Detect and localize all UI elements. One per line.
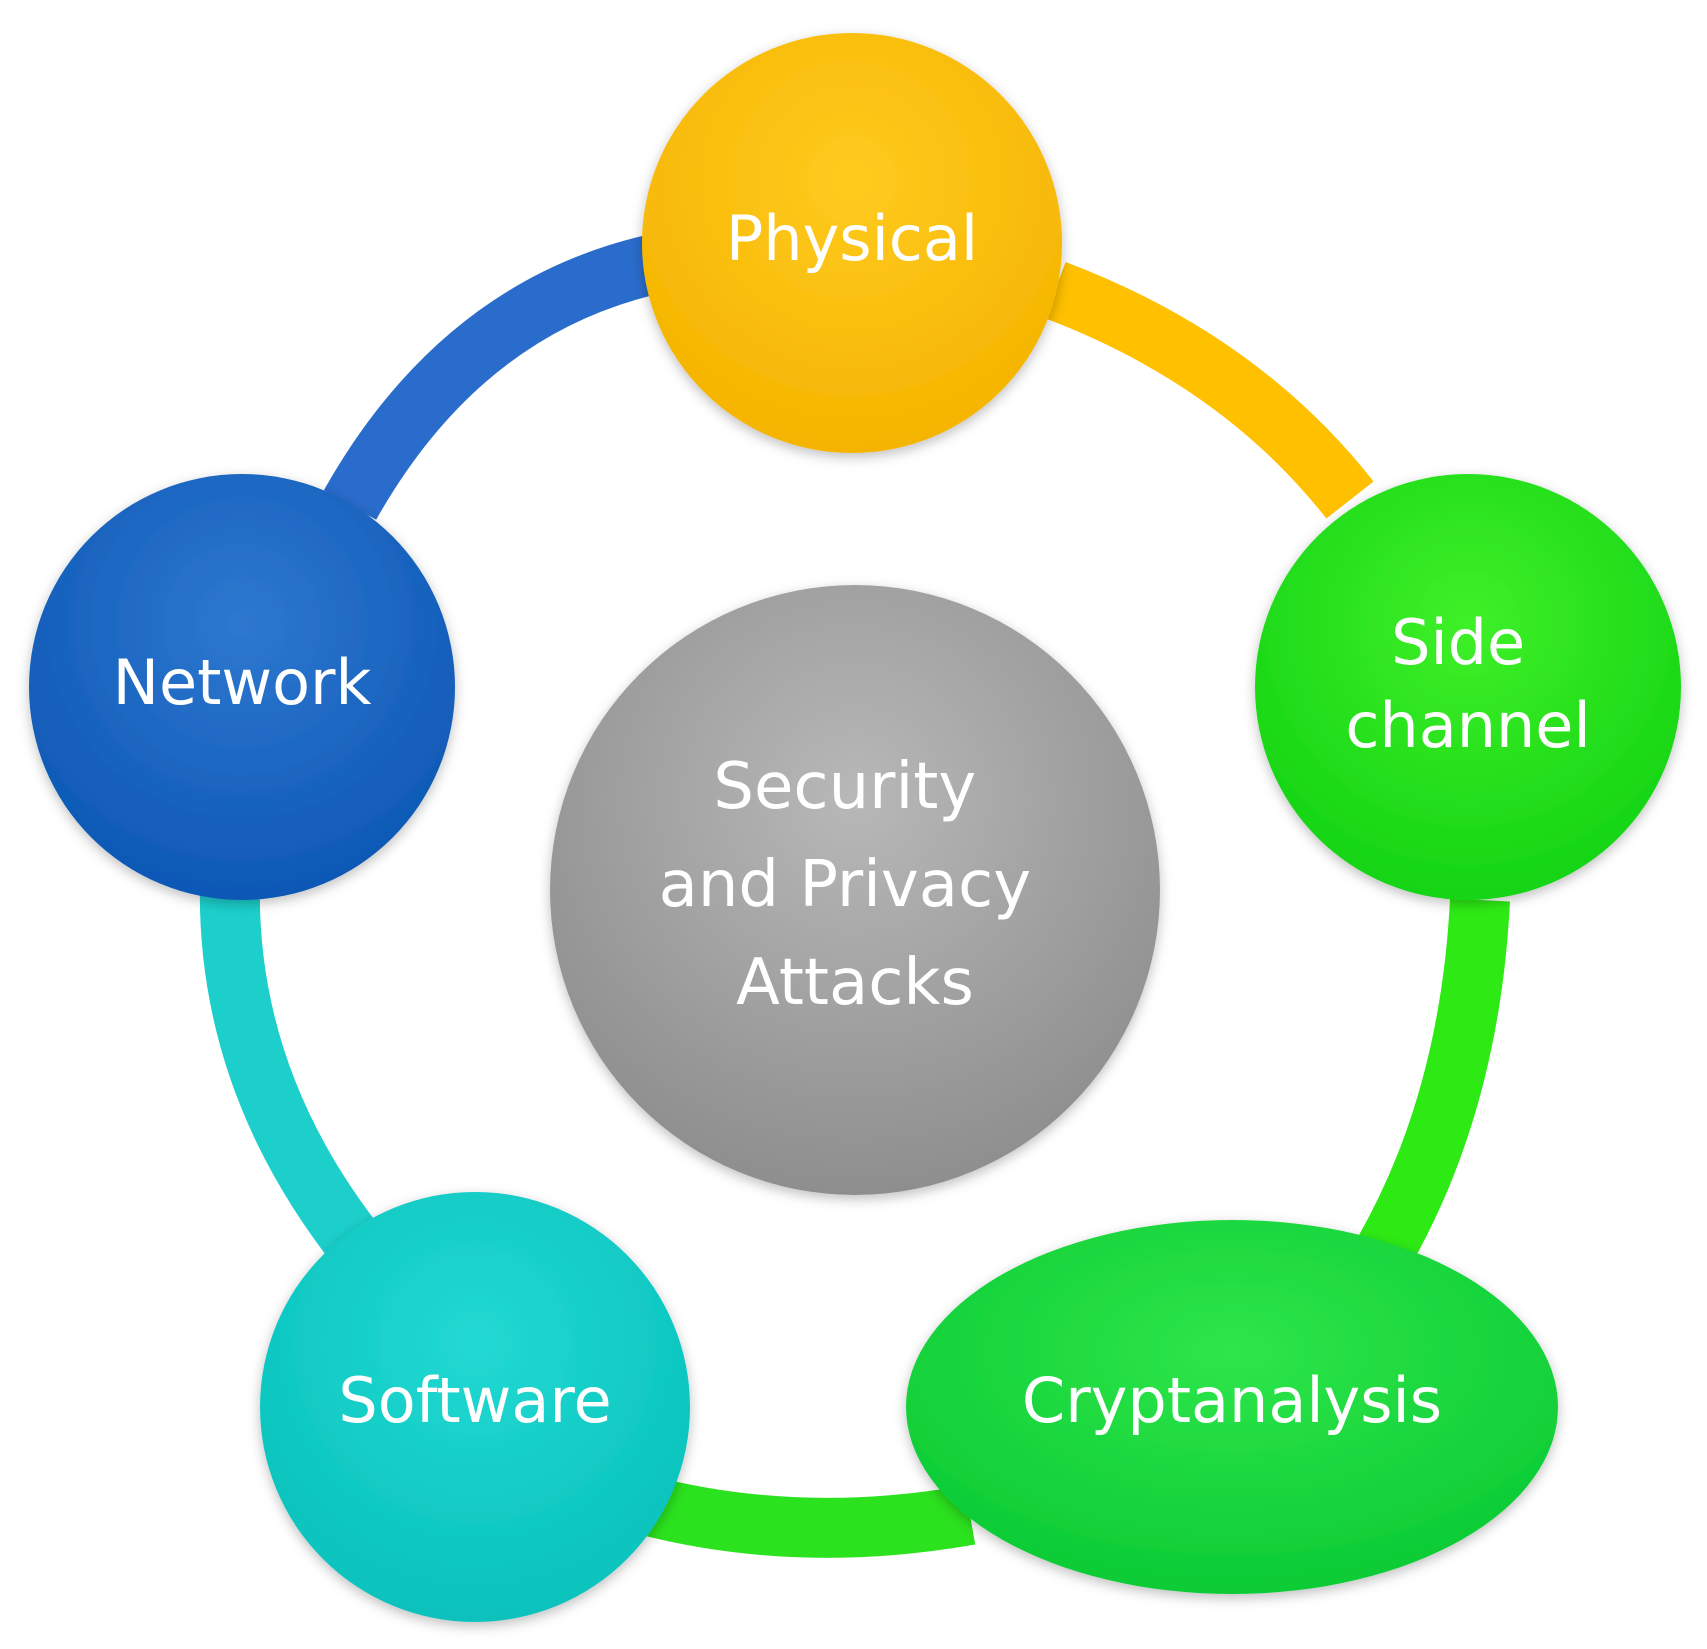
node-cryptanalysis[interactable]: Cryptanalysis bbox=[906, 1220, 1558, 1594]
node-software[interactable]: Software bbox=[260, 1192, 690, 1622]
center-label-line-1: Security bbox=[713, 750, 976, 824]
center-label-line-3: Attacks bbox=[736, 946, 974, 1020]
center-label: Security and Privacy Attacks bbox=[659, 750, 1052, 1020]
ring-segment-physical-side-channel bbox=[1044, 261, 1374, 519]
center-node[interactable]: Security and Privacy Attacks bbox=[550, 585, 1160, 1195]
node-cryptanalysis-label: Cryptanalysis bbox=[1022, 1364, 1442, 1437]
node-software-label: Software bbox=[338, 1364, 611, 1437]
ring-segment-side-channel-cryptanalysis bbox=[1358, 898, 1510, 1265]
node-side-channel-label-line-2: channel bbox=[1345, 689, 1590, 762]
node-side-channel[interactable]: Side channel bbox=[1255, 474, 1681, 900]
node-physical-label: Physical bbox=[726, 202, 978, 275]
ring-segment-network-physical bbox=[323, 235, 658, 520]
node-side-channel-label: Side channel bbox=[1345, 606, 1590, 762]
node-side-channel-label-line-1: Side bbox=[1391, 606, 1525, 679]
ring-segment-cryptanalysis-software bbox=[637, 1475, 976, 1558]
cycle-ring bbox=[199, 235, 1510, 1558]
center-label-line-2: and Privacy bbox=[659, 848, 1031, 922]
node-network[interactable]: Network bbox=[29, 474, 455, 900]
node-network-label: Network bbox=[113, 646, 372, 719]
ring-segment-software-network bbox=[199, 879, 384, 1269]
node-physical[interactable]: Physical bbox=[642, 33, 1062, 453]
